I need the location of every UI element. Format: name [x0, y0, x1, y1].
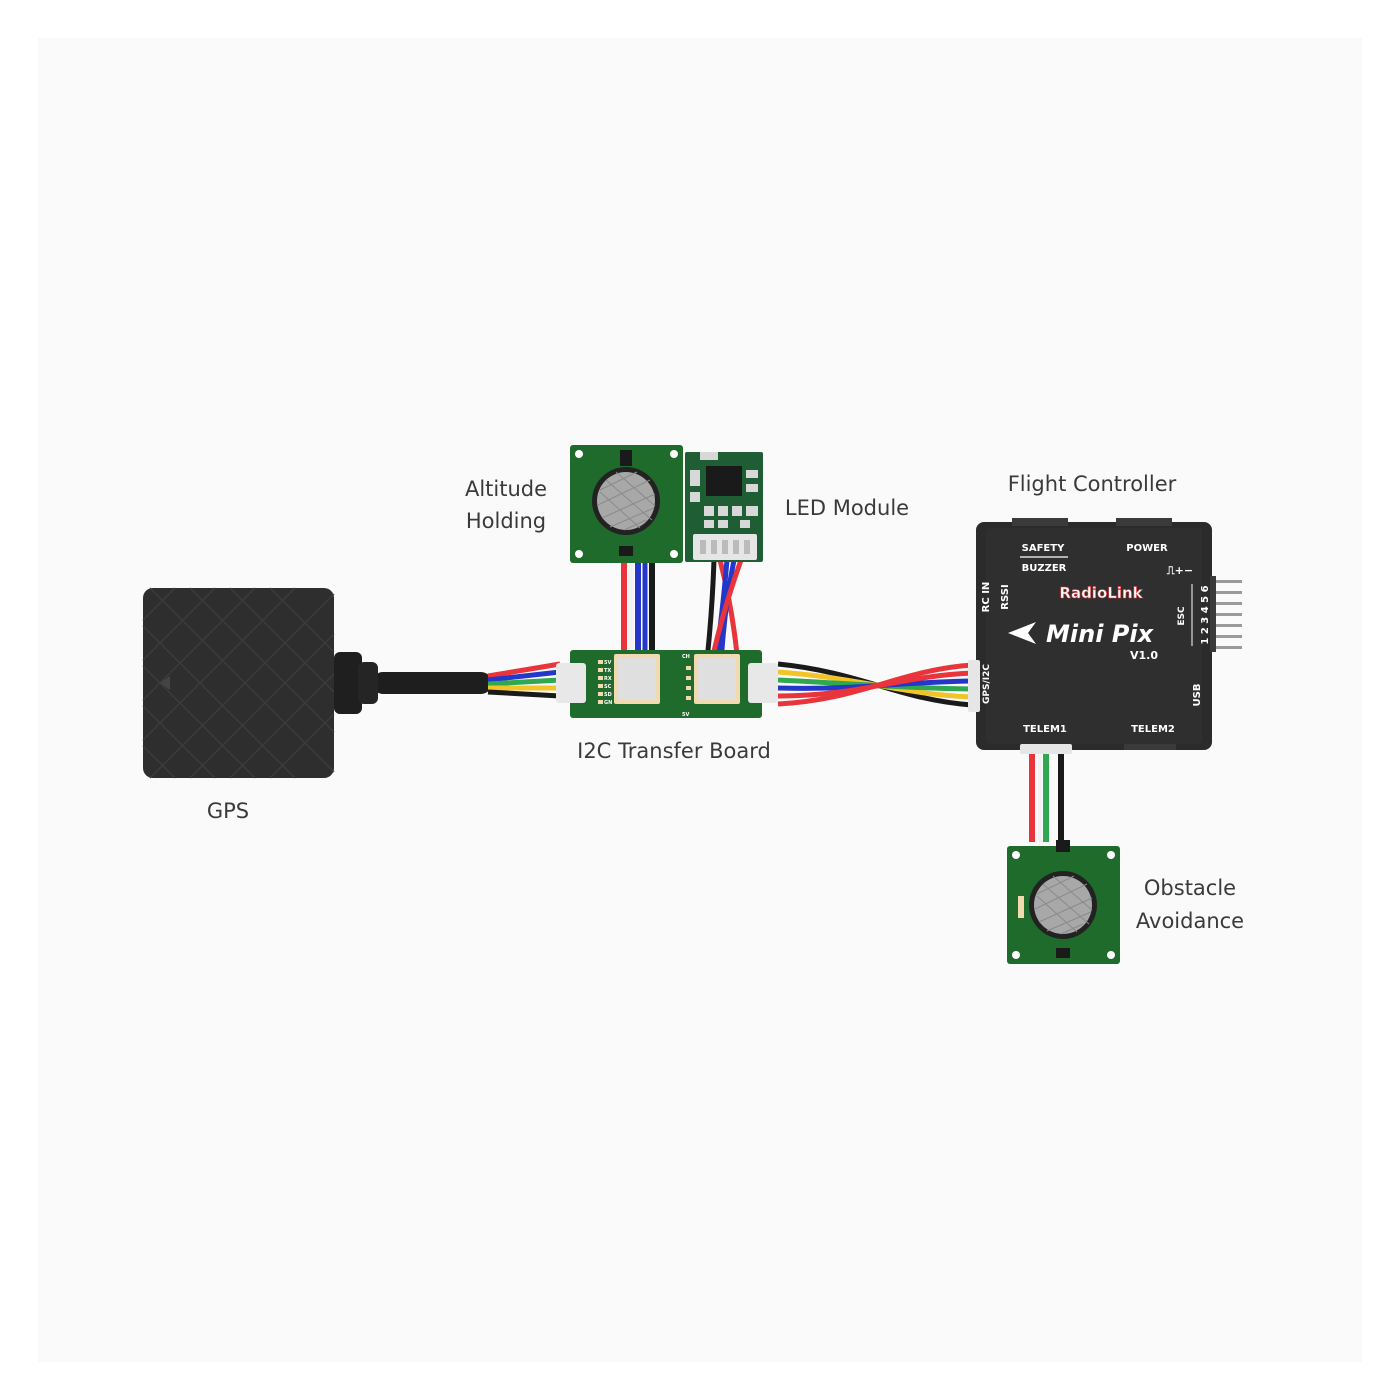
gps-module: [142, 587, 378, 779]
pin-label-5v-right: 5V: [682, 712, 689, 718]
fc-port-rssi: RSSI: [1000, 584, 1011, 609]
obstacle-sensor: [1007, 840, 1120, 964]
led-chip: [706, 466, 742, 496]
pin-label-gn: GN: [604, 700, 612, 706]
arrow-icon: [160, 676, 170, 690]
fc-cable: [777, 661, 973, 708]
led-module: [685, 452, 763, 562]
fc-port-safety: SAFETY: [1022, 543, 1065, 554]
telem-wires: [1029, 750, 1064, 842]
fc-esc-numbers: 1 2 3 4 5 6: [1200, 585, 1211, 644]
fc-brand: RadioLink: [1059, 584, 1143, 602]
gps-cable-boot: [334, 652, 362, 714]
pin-label-tx: TX: [604, 668, 611, 674]
fc-port-power: POWER: [1126, 543, 1168, 554]
i2c-board-label: I2C Transfer Board: [577, 739, 771, 763]
fc-gps-connector: [968, 660, 980, 712]
esc-header-pins: [1212, 580, 1242, 649]
flight-controller-label: Flight Controller: [1008, 472, 1177, 496]
fc-port-telem1: TELEM1: [1023, 724, 1067, 735]
fc-signal-symbols: ⎍+−: [1166, 564, 1193, 577]
pin-label-rx: RX: [604, 676, 612, 682]
pin-label-ch: CH: [682, 654, 690, 660]
altitude-label-1: Altitude: [465, 477, 547, 501]
i2c-left-connector: [556, 663, 586, 703]
fc-port-rc-in: RC IN: [981, 582, 992, 613]
obstacle-label-2: Avoidance: [1136, 909, 1244, 933]
fc-port-gps-i2c: GPS/I2C: [982, 664, 992, 704]
fc-port-telem2: TELEM2: [1131, 724, 1175, 735]
pin-label-sc: SC: [604, 684, 612, 690]
gps-cable: [372, 661, 561, 699]
i2c-transfer-board: 5V TX RX SC SD GN CH 5V: [556, 650, 778, 718]
fc-port-esc: ESC: [1177, 606, 1187, 626]
fc-port-usb: USB: [1192, 684, 1203, 707]
pin-label-sd: SD: [604, 692, 612, 698]
radiolink-logo-icon: [1008, 622, 1036, 644]
obstacle-label-1: Obstacle: [1144, 876, 1236, 900]
altitude-sensor: [570, 445, 683, 563]
i2c-right-connector: [748, 663, 778, 703]
altitude-label-2: Holding: [466, 509, 546, 533]
gps-body: [143, 588, 334, 778]
fc-port-buzzer: BUZZER: [1022, 563, 1067, 574]
gps-label: GPS: [207, 799, 249, 823]
fc-telem1-connector: [1020, 744, 1072, 754]
fc-version: V1.0: [1130, 649, 1158, 662]
led-module-label: LED Module: [785, 496, 909, 520]
pin-label-5v: 5V: [604, 660, 611, 666]
fc-model: Mini Pix: [1046, 620, 1155, 648]
flight-controller: SAFETY BUZZER POWER ⎍+− RC IN RSSI ESC 1…: [968, 518, 1242, 754]
